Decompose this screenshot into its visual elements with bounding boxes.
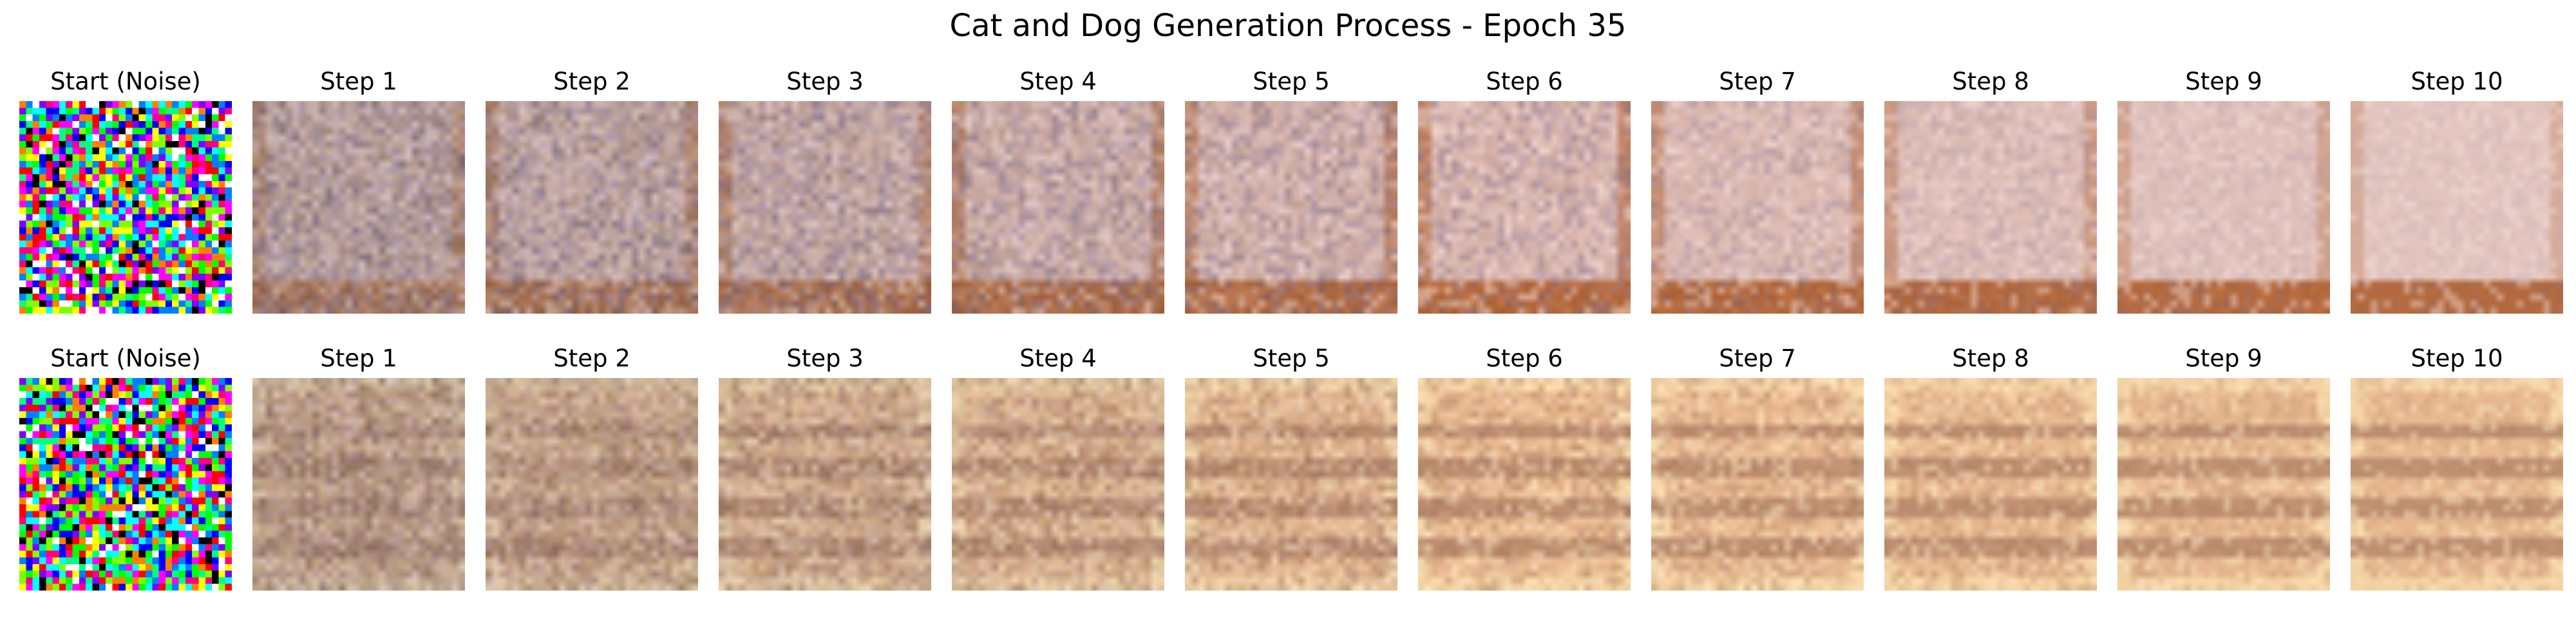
generated-image <box>952 101 1164 314</box>
generated-image <box>1185 378 1397 591</box>
panel-title: Step 4 <box>1019 68 1097 95</box>
generated-image <box>719 378 931 591</box>
panel-title: Step 5 <box>1253 68 1330 95</box>
panel-title: Step 8 <box>1952 68 2029 95</box>
panel-title: Step 7 <box>1719 68 1796 95</box>
generated-image <box>486 378 698 591</box>
generated-image <box>2351 101 2563 314</box>
panel-title: Step 6 <box>1486 345 1563 372</box>
panel-title: Start (Noise) <box>50 345 201 372</box>
noise-image <box>19 101 232 314</box>
figure-title: Cat and Dog Generation Process - Epoch 3… <box>949 8 1627 44</box>
panel-title: Step 6 <box>1486 68 1563 95</box>
generated-image <box>1418 101 1631 314</box>
panel-title: Step 4 <box>1019 345 1097 372</box>
generated-image <box>252 378 465 591</box>
panel-title: Step 3 <box>786 345 864 372</box>
generated-image <box>719 101 931 314</box>
noise-image <box>19 378 232 591</box>
generated-image <box>1884 378 2097 591</box>
panel-title: Step 2 <box>553 345 630 372</box>
panel-title: Step 3 <box>786 68 864 95</box>
panel-title: Step 7 <box>1719 345 1796 372</box>
panel-title: Step 10 <box>2410 68 2503 95</box>
panel-title: Step 9 <box>2185 345 2262 372</box>
panel-title: Step 5 <box>1253 345 1330 372</box>
generated-image <box>1651 101 1864 314</box>
generated-image <box>486 101 698 314</box>
generated-image <box>2351 378 2563 591</box>
generated-image <box>2117 378 2330 591</box>
generated-image <box>1651 378 1864 591</box>
panel-title: Step 10 <box>2410 345 2503 372</box>
panel-title: Start (Noise) <box>50 68 201 95</box>
panel-title: Step 8 <box>1952 345 2029 372</box>
generated-image <box>2117 101 2330 314</box>
panel-title: Step 1 <box>320 68 397 95</box>
generated-image <box>1884 101 2097 314</box>
generated-image <box>1418 378 1631 591</box>
panel-title: Step 2 <box>553 68 630 95</box>
generated-image <box>1185 101 1397 314</box>
generated-image <box>252 101 465 314</box>
panel-title: Step 1 <box>320 345 397 372</box>
generated-image <box>952 378 1164 591</box>
panel-title: Step 9 <box>2185 68 2262 95</box>
